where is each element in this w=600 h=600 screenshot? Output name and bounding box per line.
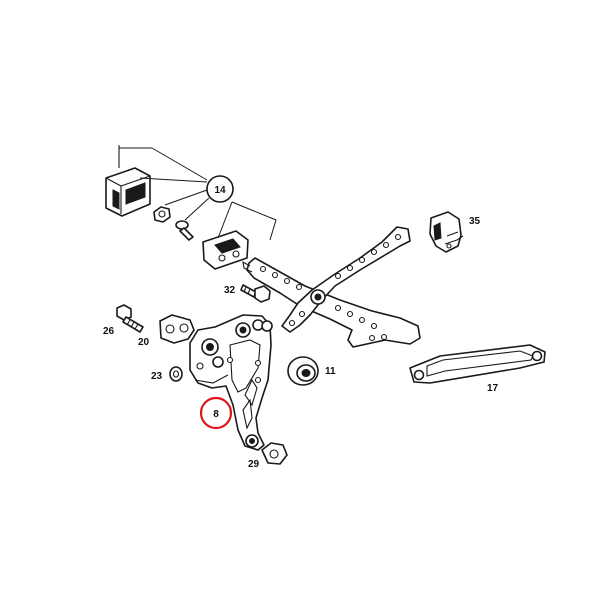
part-26-bolt [116,304,144,333]
callout-29: 29 [248,459,260,470]
part-8-rivets [252,319,273,332]
part-14-callout-circle [206,175,234,203]
part-23-washer [169,366,183,382]
callout-35: 35 [469,216,481,227]
scissor-arm-upper [242,257,421,348]
scissor-pivot [310,289,326,305]
part-14-group: 14 [105,145,277,270]
part-14-leader-lines [119,147,277,241]
scissor-arm-lower [281,226,411,333]
part-14-nut [153,206,171,223]
callout-17: 17 [487,383,499,394]
part-8-highlight-circle [199,396,233,430]
callout-14: 14 [214,185,226,196]
part-35-clip [429,211,464,253]
callout-23: 23 [151,371,163,382]
callout-11: 11 [325,366,336,377]
callout-26: 26 [103,326,115,337]
part-8-base-plate [189,314,272,451]
part-11-roller [287,356,319,386]
part-32-screw [240,284,271,303]
part-20-bracket [159,314,195,344]
part-14-screw [175,220,194,241]
callout-20: 20 [138,337,150,348]
callout-32: 32 [224,285,236,296]
callout-8: 8 [213,409,219,420]
part-17-guide-rail [409,344,546,384]
part-29-nut [261,442,288,465]
part-14-clip [105,167,151,217]
part-14-plate [202,230,249,270]
